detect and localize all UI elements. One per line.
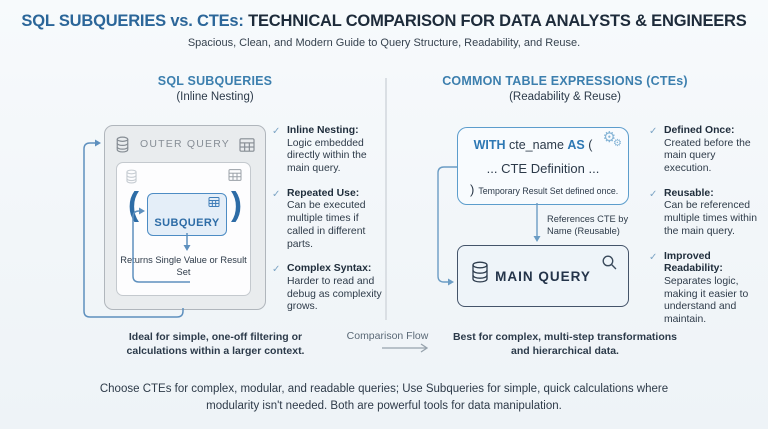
- bullet-title: Inline Nesting:: [287, 125, 359, 136]
- close-paren: ): [470, 182, 475, 197]
- outer-query-box: OUTER QUERY (: [104, 125, 266, 310]
- right-column-subtitle: (Readability & Reuse): [509, 90, 621, 103]
- open-paren: (: [128, 185, 139, 222]
- bullet-text: Created before the main query execution.: [664, 137, 751, 175]
- table-icon: [228, 169, 242, 181]
- bullet-title: Complex Syntax:: [287, 263, 372, 275]
- bullet-text: Harder to read and debug as complexity g…: [287, 275, 382, 313]
- subquery-caption: Ideal for simple, one-off filtering or c…: [126, 331, 305, 357]
- list-item: ✓ Repeated Use:Can be executed multiple …: [272, 188, 386, 251]
- bullet-title: Repeated Use:: [287, 187, 360, 199]
- cte-bullet-list: ✓ Defined Once:Created before the main q…: [649, 125, 763, 339]
- open-paren: (: [584, 138, 593, 152]
- outer-query-header: OUTER QUERY: [105, 135, 265, 155]
- right-column-title: COMMON TABLE EXPRESSIONS (CTEs): [442, 74, 688, 88]
- left-column-header: SQL SUBQUERIES (Inline Nesting): [65, 74, 365, 104]
- page-subtitle: Spacious, Clean, and Modern Guide to Que…: [187, 36, 581, 49]
- subquery-result-text: Returns Single Value or Result Set: [120, 255, 247, 278]
- with-keyword: WITH: [473, 138, 506, 152]
- list-item: ✓ Complex Syntax:Harder to read and debu…: [272, 263, 386, 314]
- database-icon: [470, 260, 490, 284]
- magnifier-icon: [601, 254, 618, 271]
- page-title: SQL SUBQUERIES vs. CTEs: TECHNICAL COMPA…: [0, 12, 768, 32]
- subquery-label: SUBQUERY: [154, 217, 220, 229]
- right-arrow-icon: [382, 343, 429, 353]
- check-icon: ✓: [649, 251, 658, 263]
- list-item: ✓ Improved Readability:Separates logic, …: [649, 251, 763, 327]
- cte-definition-box: WITH cte_name AS ( ⚙⚙ ... CTE Definition…: [457, 127, 629, 205]
- inner-query-box: ( SUBQUERY ) Returns Single Value or Res…: [116, 162, 251, 296]
- subquery-paren-group: ( SUBQUERY ): [117, 183, 250, 239]
- cte-name: cte_name: [505, 138, 568, 152]
- gears-icon: ⚙⚙: [602, 129, 622, 149]
- temporary-result-note: Temporary Result Set defined once.: [478, 186, 619, 196]
- title-highlight: SQL SUBQUERIES vs. CTEs:: [21, 12, 244, 30]
- check-icon: ✓: [649, 126, 658, 137]
- check-icon: ✓: [649, 188, 658, 200]
- main-query-box: MAIN QUERY: [457, 245, 629, 307]
- subquery-diagram: OUTER QUERY (: [60, 120, 290, 330]
- list-item: ✓ Reusable:Can be referenced multiple ti…: [649, 188, 763, 239]
- cte-caption: Best for complex, multi-step transformat…: [452, 331, 678, 357]
- column-divider: [385, 78, 387, 320]
- bullet-text: Can be referenced multiple times within …: [664, 200, 757, 237]
- as-keyword: AS: [567, 138, 585, 152]
- title-rest: TECHNICAL COMPARISON FOR DATA ANALYSTS &…: [243, 12, 747, 30]
- list-item: ✓ Defined Once:Created before the main q…: [649, 125, 763, 176]
- footer-summary: Choose CTEs for complex, modular, and re…: [99, 383, 669, 413]
- left-column-title: SQL SUBQUERIES: [157, 74, 273, 88]
- cte-syntax-line: WITH cte_name AS (: [458, 138, 628, 152]
- header: SQL SUBQUERIES vs. CTEs: TECHNICAL COMPA…: [0, 12, 768, 49]
- table-icon: [208, 197, 220, 207]
- bullet-text: Separates logic, making it easier to und…: [664, 275, 749, 325]
- cte-footer-line: ) Temporary Result Set defined once.: [470, 182, 618, 197]
- check-icon: ✓: [272, 188, 281, 200]
- check-icon: ✓: [272, 126, 281, 137]
- comparison-flow-label: Comparison Flow: [346, 330, 429, 342]
- cte-definition-text: ... CTE Definition ...: [486, 161, 600, 176]
- subquery-bullet-list: ✓ Inline Nesting:Logic embedded directly…: [272, 125, 386, 326]
- comparison-flow: Comparison Flow: [340, 330, 435, 354]
- left-column-subtitle: (Inline Nesting): [176, 90, 254, 103]
- table-icon: [239, 138, 255, 152]
- bullet-title: Improved Readability:: [664, 250, 723, 275]
- close-paren: ): [231, 185, 242, 222]
- database-icon: [125, 169, 138, 184]
- reference-arrow-label: References CTE by Name (Reusable): [547, 214, 629, 237]
- main-query-label: MAIN QUERY: [495, 268, 591, 284]
- bullet-title: Reusable:: [664, 187, 714, 199]
- bullet-text: Can be executed multiple times if called…: [287, 200, 366, 250]
- subquery-box: SUBQUERY: [147, 193, 227, 236]
- list-item: ✓ Inline Nesting:Logic embedded directly…: [272, 125, 386, 176]
- bullet-text: Logic embedded directly within the main …: [287, 137, 367, 175]
- right-column-header: COMMON TABLE EXPRESSIONS (CTEs) (Readabi…: [415, 74, 715, 104]
- cte-diagram: WITH cte_name AS ( ⚙⚙ ... CTE Definition…: [420, 120, 660, 315]
- check-icon: ✓: [272, 264, 281, 276]
- bullet-title: Defined Once:: [664, 125, 735, 136]
